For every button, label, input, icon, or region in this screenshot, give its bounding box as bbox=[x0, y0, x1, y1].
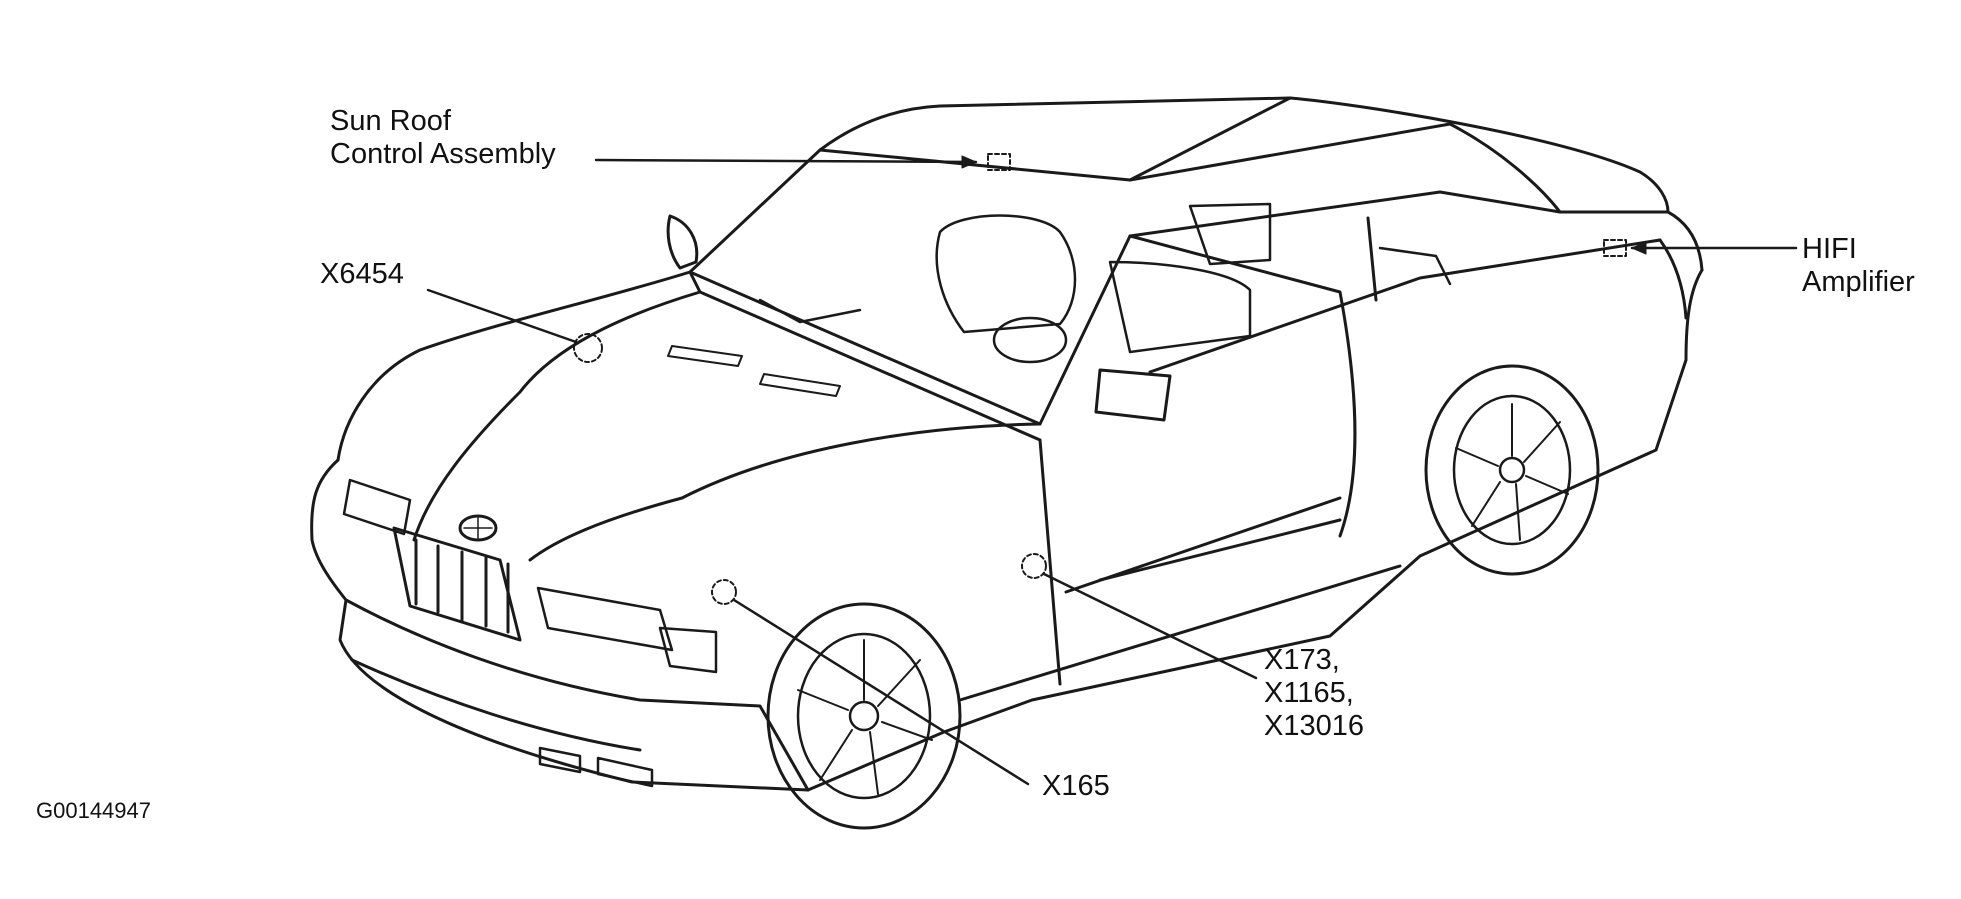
x173-label-line-3: X13016 bbox=[1264, 710, 1364, 742]
sunroof-label-line-1: Sun Roof bbox=[330, 105, 451, 137]
front-wheel bbox=[766, 602, 962, 830]
rear-wheel bbox=[1424, 364, 1600, 576]
hifi-label-line-2: Amplifier bbox=[1802, 266, 1915, 298]
side-mirrors bbox=[666, 214, 1172, 422]
x6454-leader bbox=[426, 288, 578, 344]
sunroof-label-line-2: Control Assembly bbox=[330, 138, 556, 170]
x165-marker bbox=[711, 579, 737, 605]
brand-badge bbox=[458, 514, 498, 542]
location-markers bbox=[573, 153, 1627, 605]
sunroof-control-label: Sun Roof Control Assembly bbox=[330, 105, 556, 171]
x173-leader bbox=[1042, 572, 1258, 680]
figure-id: G00144947 bbox=[36, 798, 151, 823]
fog-lights bbox=[538, 746, 654, 788]
leader-lines bbox=[426, 155, 1798, 786]
x6454-label: X6454 bbox=[320, 258, 404, 291]
x165-label-line-1: X165 bbox=[1042, 770, 1110, 802]
sunroof-marker bbox=[987, 153, 1011, 171]
x173-marker bbox=[1021, 553, 1047, 579]
x165-label: X165 bbox=[1042, 770, 1110, 803]
hifi-amplifier-label: HIFI Amplifier bbox=[1802, 233, 1915, 299]
x173-label-line-2: X1165, bbox=[1264, 677, 1354, 709]
sunroof-arrowhead bbox=[961, 155, 977, 169]
hifi-arrowhead bbox=[1631, 241, 1647, 255]
x6454-label-line-1: X6454 bbox=[320, 258, 404, 290]
x165-leader bbox=[732, 598, 1030, 786]
x6454-marker bbox=[573, 333, 603, 363]
hifi-label-line-1: HIFI bbox=[1802, 233, 1857, 265]
hifi-marker bbox=[1603, 239, 1627, 257]
sunroof-leader bbox=[594, 158, 978, 164]
headlights bbox=[342, 478, 718, 674]
x173-label-line-1: X173, bbox=[1264, 644, 1340, 676]
x173-label: X173, X1165, X13016 bbox=[1264, 644, 1364, 743]
car-interior bbox=[758, 202, 1452, 364]
hood-vents bbox=[667, 345, 841, 397]
car-body-outline bbox=[310, 96, 1704, 792]
front-grille bbox=[392, 526, 522, 642]
